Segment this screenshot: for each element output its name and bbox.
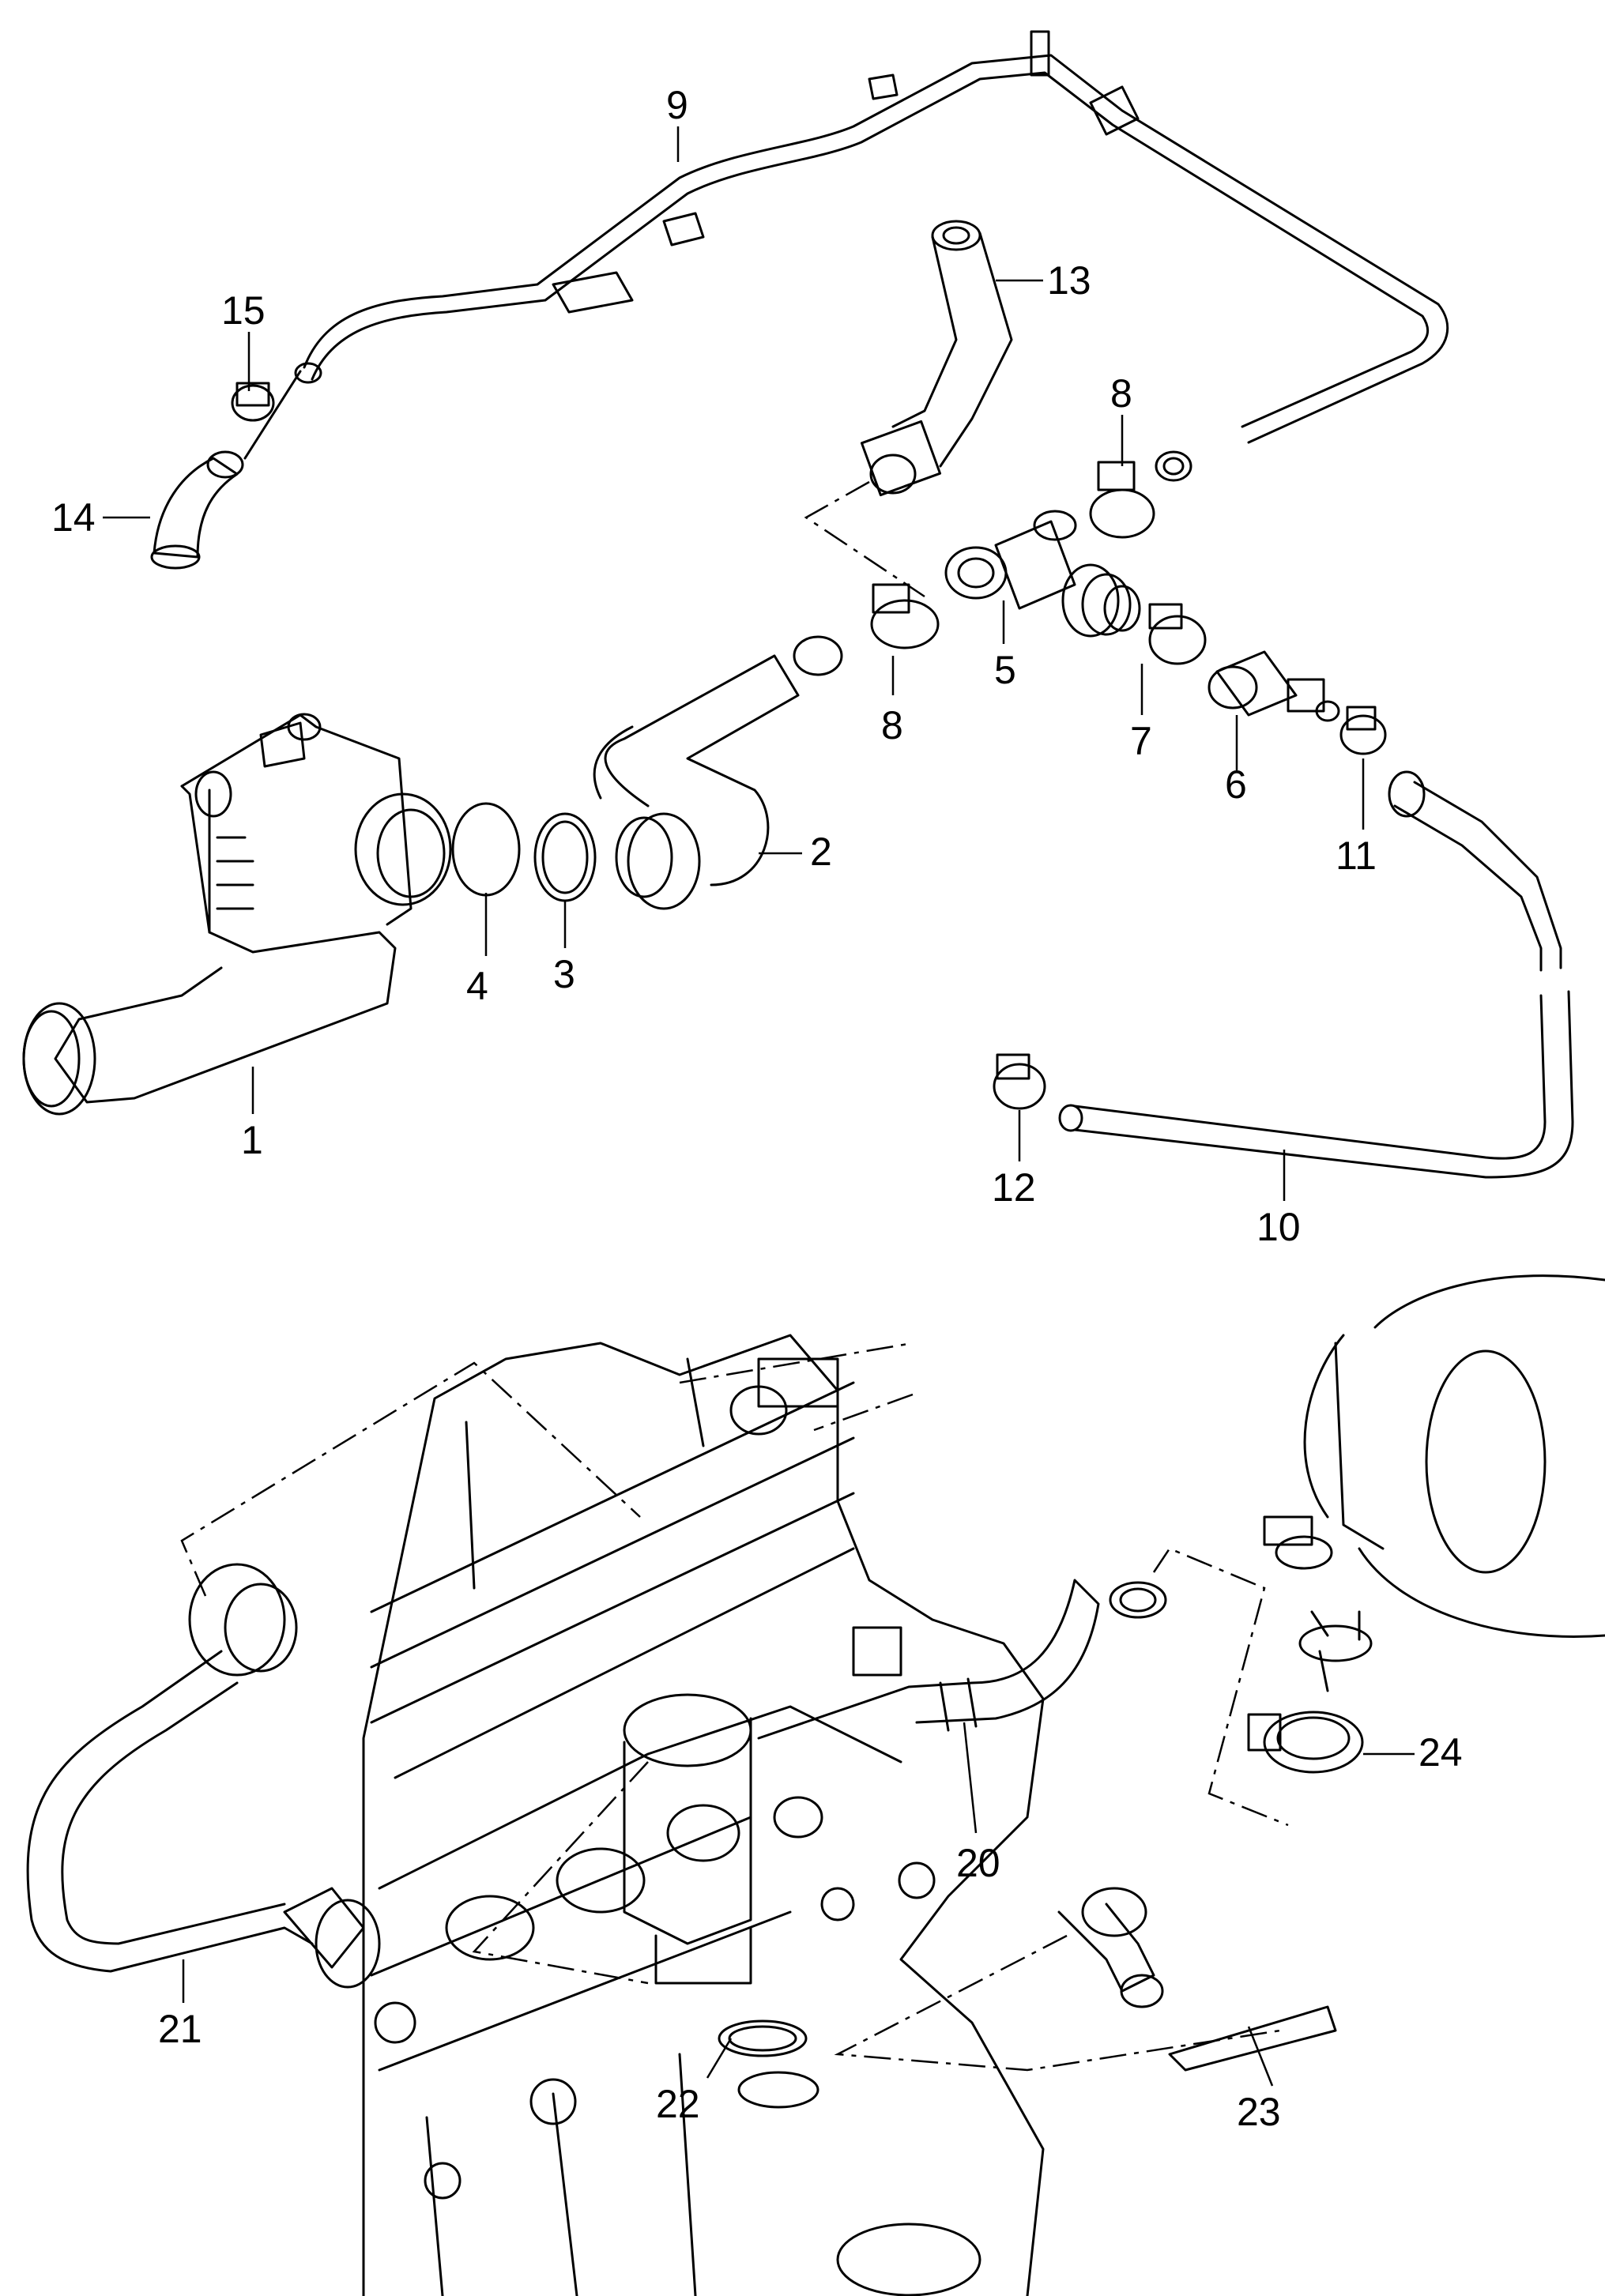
part-8-clip-lower — [870, 583, 940, 649]
part-1-breather-cover — [22, 713, 452, 1116]
part-22-o-ring — [718, 2019, 819, 2109]
part-2-hose — [593, 635, 843, 910]
part-20-hose — [757, 1579, 1167, 1740]
part-15-clip — [231, 382, 275, 422]
callout-8-lower: 8 — [881, 703, 903, 747]
intake-pipe — [1263, 1274, 1605, 1639]
callout-22: 22 — [656, 2082, 700, 2126]
callout-11: 11 — [1336, 834, 1377, 878]
connector-line-bottom-1 — [180, 1361, 641, 1597]
callout-20: 20 — [956, 1841, 1000, 1885]
callout-13: 13 — [1047, 258, 1091, 303]
callout-14: 14 — [51, 495, 96, 540]
callout-4: 4 — [466, 964, 488, 1008]
part-24-clip — [1247, 1610, 1373, 1774]
part-11-clip — [1339, 706, 1387, 755]
part-13-bent-hose — [860, 220, 1013, 497]
callout-3: 3 — [553, 952, 575, 996]
part-9-breather-pipe — [294, 30, 1449, 482]
leader-lines — [103, 126, 1415, 2087]
callout-21: 21 — [158, 2007, 202, 2051]
part-3-ring — [533, 812, 597, 902]
callout-7: 7 — [1130, 719, 1152, 763]
oil-separator — [623, 1693, 752, 1985]
engine-block — [362, 1334, 1045, 2296]
callout-2: 2 — [810, 830, 832, 874]
callout-9: 9 — [666, 83, 688, 127]
part-7-clip — [1148, 603, 1207, 665]
part-14-elbow-hose — [150, 370, 302, 570]
part-8-clip-upper — [1089, 461, 1155, 539]
callout-8-upper: 8 — [1110, 371, 1132, 416]
connector-line-bottom-4 — [834, 1934, 1281, 2072]
connector-line-bottom-5 — [472, 1761, 649, 1985]
part-6-valve — [1208, 650, 1340, 722]
connector-line-bottom-2 — [679, 1342, 914, 1432]
elbow-fitting — [1057, 1887, 1164, 2008]
part-5-t-piece — [944, 510, 1141, 638]
callout-24: 24 — [1419, 1730, 1463, 1775]
part-4-ring — [451, 802, 521, 897]
callout-6: 6 — [1225, 762, 1247, 807]
callout-23: 23 — [1237, 2090, 1281, 2134]
connector-line-bottom-3 — [1152, 1547, 1289, 1827]
callout-15: 15 — [221, 288, 266, 333]
part-12-clip — [993, 1053, 1046, 1110]
connector-line — [804, 480, 925, 598]
part-23-gasket — [1168, 2005, 1337, 2072]
callout-5: 5 — [994, 648, 1016, 692]
part-21-long-hose — [26, 1563, 381, 1989]
part-10-vent-hose — [1058, 770, 1574, 1179]
callout-12: 12 — [992, 1165, 1036, 1210]
callout-10: 10 — [1256, 1205, 1301, 1249]
callout-labels: 1 2 3 4 5 6 7 8 8 9 10 11 12 13 14 15 20… — [51, 83, 1463, 2134]
callout-1: 1 — [241, 1118, 263, 1162]
